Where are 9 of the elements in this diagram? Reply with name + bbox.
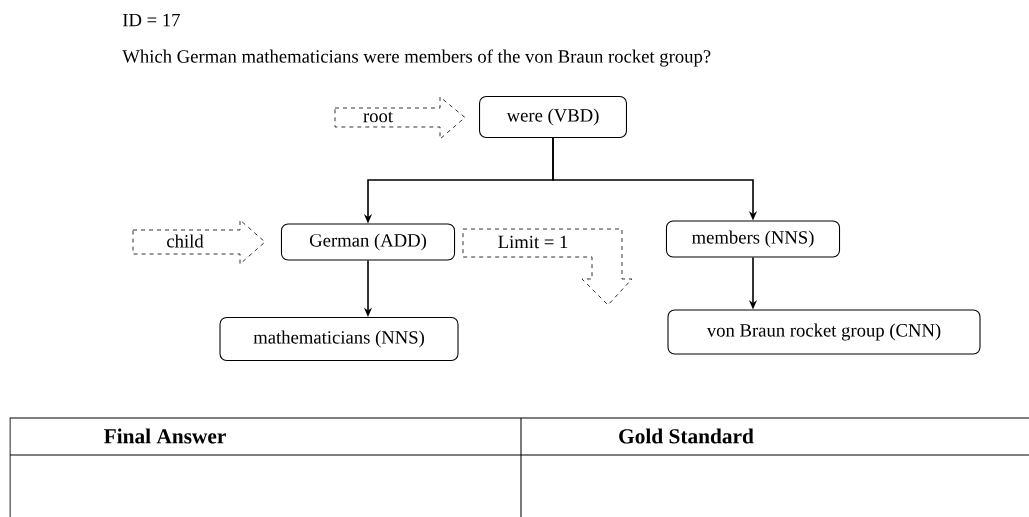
column-header: Final Answer: [104, 428, 226, 444]
word-box: German (ADD): [280, 223, 456, 261]
word-box: von Braun rocket group (CNN): [667, 309, 981, 355]
id-label: ID = 17: [122, 13, 180, 27]
word-box: were (VBD): [479, 95, 627, 139]
column-header: Gold Standard: [619, 428, 754, 444]
word-box: mathematicians (NNS): [219, 317, 459, 361]
question-text: Which German mathematicians were members of the von Braun rocket group?: [122, 49, 711, 67]
word-box: members (NNS): [665, 220, 841, 258]
